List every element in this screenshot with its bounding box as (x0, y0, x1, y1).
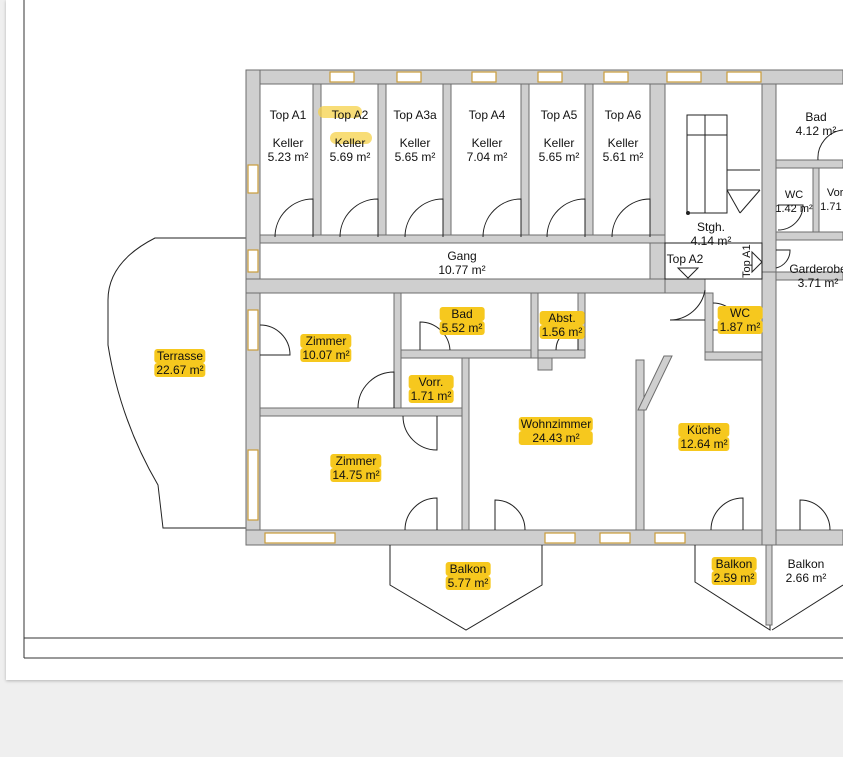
wall-wc-bottom (704, 351, 763, 361)
label-top-a1: Top A1 (741, 244, 753, 278)
wall-abst-stub (537, 357, 553, 371)
door-swing (404, 198, 444, 238)
door-swing (817, 129, 843, 161)
window (247, 309, 259, 351)
wall-corridor-bottom (245, 278, 666, 294)
window (726, 71, 762, 83)
wall-cellar-2 (377, 83, 387, 240)
marker-highlight (318, 106, 362, 118)
room-label-abst: Abst.1.56 m² (539, 311, 585, 339)
balcony-outline-1 (389, 545, 543, 631)
wall-kitchen-diagonal (637, 355, 673, 411)
room-label-vorr: Vorr.1.71 m² (408, 375, 454, 403)
door-swing (611, 198, 651, 238)
door-swing (546, 198, 586, 238)
label-top-a2: Top A2 (666, 252, 704, 266)
door-swing (799, 499, 831, 531)
window (544, 532, 576, 544)
wall-wc-left (704, 292, 714, 354)
window (247, 164, 259, 194)
wall-cellar-6 (649, 83, 666, 280)
room-label-vorr-top: Vorr1.71 m (820, 187, 843, 213)
wall-vorr-right (461, 357, 470, 531)
door-swing (339, 198, 379, 238)
wall-corridor-top (259, 234, 666, 244)
door-swing (419, 321, 451, 351)
window (264, 532, 336, 544)
wall-cellar-5 (584, 83, 594, 240)
door-swing (404, 497, 438, 531)
wall-bad-bottom (400, 349, 534, 359)
door-swing (357, 371, 395, 409)
terrace-outline (107, 237, 246, 529)
window (396, 71, 422, 83)
stair-arrow (676, 267, 700, 279)
door-swing (494, 499, 526, 531)
balcony-outline-3 (771, 584, 843, 631)
wall-right-mid (775, 231, 843, 241)
marker-highlight (330, 132, 372, 144)
wall-cellar-3 (442, 83, 452, 240)
wall-zimmer-right (393, 292, 402, 412)
window (471, 71, 497, 83)
door-swing (259, 324, 291, 356)
window (603, 71, 629, 83)
window (247, 249, 259, 273)
window (247, 449, 259, 521)
door-swing (482, 198, 522, 238)
stair-dot (686, 211, 690, 215)
door-swing (710, 497, 744, 531)
floor-plan-drawing (23, 0, 843, 659)
window (329, 71, 355, 83)
balcony-wall (765, 544, 773, 626)
stair-well (686, 114, 728, 214)
door-swing (775, 249, 791, 269)
window (599, 532, 631, 544)
window (654, 532, 686, 544)
wall-stair-bottom (664, 278, 706, 294)
door-swing (777, 204, 804, 231)
window (666, 71, 702, 83)
wall-cellar-4 (520, 83, 530, 240)
wall-abst-bottom (537, 349, 586, 359)
wall-zimmer-mid (259, 407, 466, 417)
wall-right-upper (775, 159, 843, 169)
door-swing (669, 289, 706, 321)
door-swing (402, 415, 438, 451)
window (537, 71, 563, 83)
stair-arrow (751, 250, 763, 274)
wall-living-right (635, 359, 645, 531)
wall-stair-right (761, 83, 777, 273)
wall-right-vert2 (812, 167, 820, 233)
wall-bad-right (530, 292, 539, 359)
room-label-stgh: Stgh.4.14 m² (690, 220, 732, 248)
wall-right-vert (761, 271, 777, 546)
door-swing (274, 198, 314, 238)
